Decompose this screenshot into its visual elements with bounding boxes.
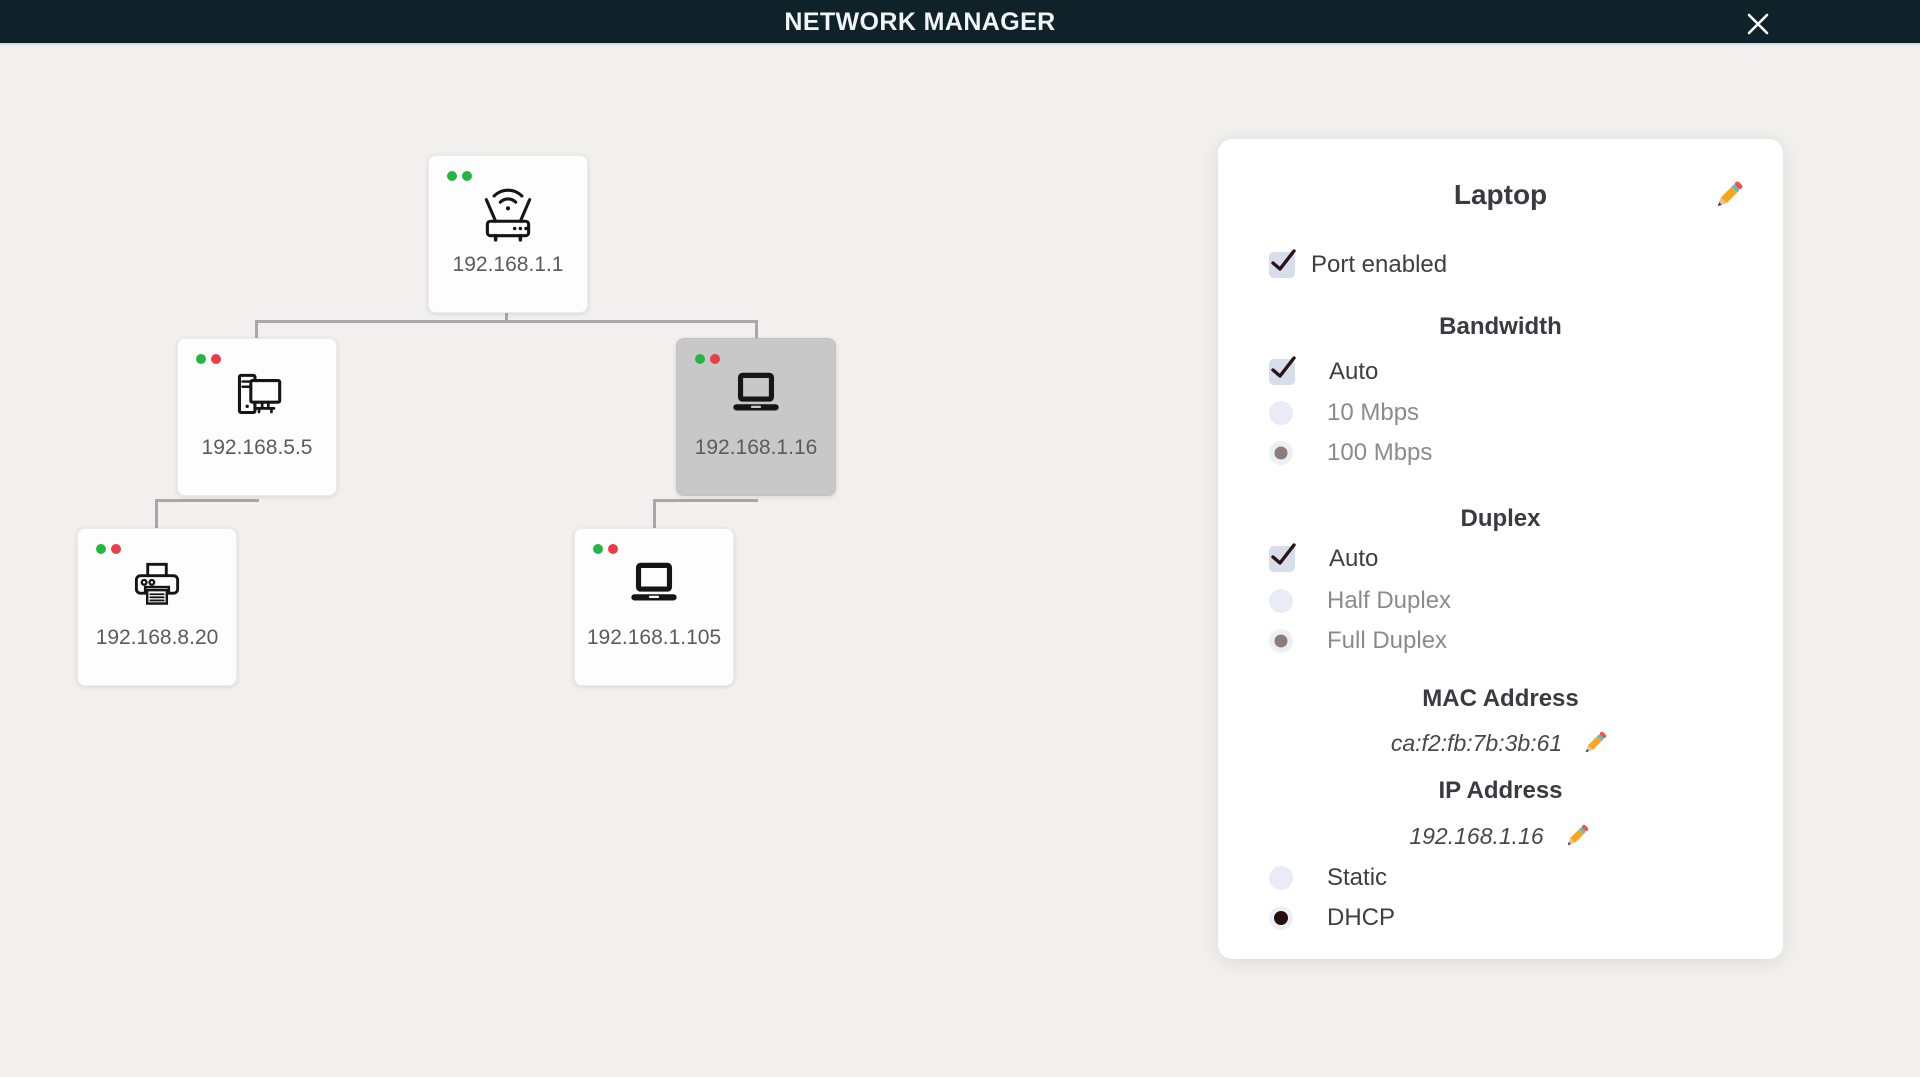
node-router[interactable]: 192.168.1.1 [428,155,588,313]
status-dot [447,171,457,181]
duplex-auto-label: Auto [1329,545,1379,572]
ip-dhcp-radio[interactable] [1269,906,1293,930]
connector-line [505,312,508,322]
node-ip-label: 192.168.5.5 [201,436,313,459]
status-dot [593,544,603,554]
bandwidth-auto-label: Auto [1329,358,1379,385]
node-printer[interactable]: 192.168.8.20 [77,528,237,686]
node-laptop-selected[interactable]: 192.168.1.16 [676,338,836,496]
port-enabled-checkbox[interactable] [1269,249,1296,278]
duplex-heading: Duplex [1460,505,1541,532]
ip-address-value: 192.168.1.16 [1409,822,1544,849]
check-icon [1271,356,1296,378]
check-icon [1271,249,1296,271]
node-ip-label: 192.168.1.1 [452,253,564,276]
laptop-icon [723,363,789,429]
mac-address-value: ca:f2:fb:7b:3b:61 [1390,729,1563,756]
duplex-auto-checkbox[interactable] [1269,543,1296,572]
connector-line [755,320,758,339]
status-dots [695,354,720,364]
node-laptop-2[interactable]: 192.168.1.105 [574,528,734,686]
edit-ip-button[interactable] [1562,821,1592,851]
bandwidth-auto-checkbox[interactable] [1269,356,1296,385]
connector-line [255,320,758,323]
bandwidth-100mbps-radio[interactable] [1269,441,1293,465]
wifi-router-icon [475,180,541,246]
ip-static-radio[interactable] [1269,866,1293,890]
node-desktop[interactable]: 192.168.5.5 [177,338,337,496]
connector-line [155,499,259,502]
node-ip-label: 192.168.1.16 [694,436,818,459]
status-dot [695,354,705,364]
pencil-icon [1567,824,1588,846]
ip-static-label: Static [1327,864,1388,891]
settings-panel: Laptop Port enabled [1218,139,1783,959]
node-ip-label: 192.168.8.20 [95,626,219,649]
edit-mac-button[interactable] [1580,728,1610,758]
ip-dhcp-label: DHCP [1327,904,1396,931]
check-icon [1271,543,1296,565]
app-title: NETWORK MANAGER [784,8,1056,36]
bandwidth-100mbps-label: 100 Mbps [1327,439,1433,466]
connector-line [155,499,158,529]
laptop-icon [621,553,687,619]
duplex-full-radio[interactable] [1269,629,1293,653]
pencil-icon [1717,181,1743,207]
duplex-half-label: Half Duplex [1327,587,1452,614]
status-dot [111,544,121,554]
printer-icon [124,553,190,619]
connector-line [653,499,758,502]
duplex-full-label: Full Duplex [1327,627,1448,654]
duplex-half-radio[interactable] [1269,589,1293,613]
status-dot [462,171,472,181]
status-dot [608,544,618,554]
status-dot [96,544,106,554]
node-ip-label: 192.168.1.105 [586,626,722,649]
desktop-computer-icon [224,363,290,429]
status-dot [710,354,720,364]
port-enabled-label: Port enabled [1311,251,1448,278]
bandwidth-10mbps-label: 10 Mbps [1327,399,1420,426]
close-button[interactable] [1742,8,1774,40]
status-dots [96,544,121,554]
ip-address-heading: IP Address [1438,777,1563,804]
close-icon [1747,13,1769,35]
pencil-icon [1585,731,1607,753]
mac-address-heading: MAC Address [1422,685,1579,712]
status-dot [211,354,221,364]
status-dots [593,544,618,554]
connector-line [653,499,656,529]
device-name-title: Laptop [1453,179,1548,210]
edit-device-name-button[interactable] [1711,177,1747,213]
connector-line [255,320,258,339]
status-dots [196,354,221,364]
status-dots [447,171,472,181]
bandwidth-10mbps-radio[interactable] [1269,401,1293,425]
title-bar: NETWORK MANAGER [0,0,1920,45]
status-dot [196,354,206,364]
bandwidth-heading: Bandwidth [1439,313,1562,340]
